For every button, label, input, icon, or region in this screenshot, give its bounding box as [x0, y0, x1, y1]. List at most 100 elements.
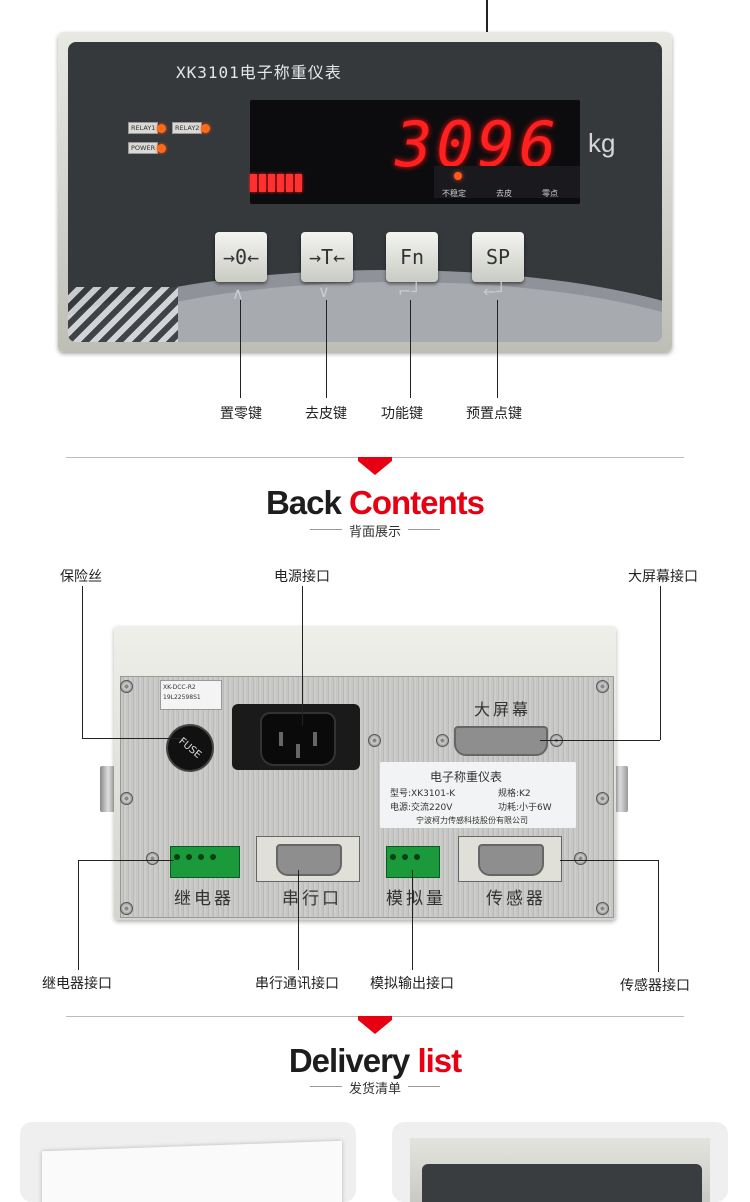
- divider-red-tab: [358, 1020, 392, 1034]
- front-stripes-decoration: [68, 287, 178, 342]
- power-callout: 电源接口: [274, 569, 330, 585]
- callout-line-relay-h: [78, 860, 174, 861]
- power-socket[interactable]: [232, 704, 360, 770]
- relay-callout: 继电器接口: [42, 976, 112, 992]
- spec-label: 电子称重仪表 型号:XK3101-K 规格:K2 电源:交流220V 功耗:小于…: [380, 762, 576, 828]
- unstable-led: [454, 172, 462, 180]
- power-label: POWER: [128, 142, 159, 154]
- spec-power: 电源:交流220V: [390, 803, 453, 813]
- indicator-front-face: XK3101电子称重仪表 RELAY1 RELAY2 POWER 3096 不稳…: [68, 42, 662, 342]
- screw-icon: [436, 734, 449, 747]
- power-led: [157, 144, 166, 153]
- callout-line-sensor-h: [560, 860, 658, 861]
- status-zero-label: 零点: [542, 189, 558, 198]
- screw-icon: [596, 902, 609, 915]
- status-unstable-label: 不稳定: [442, 189, 466, 198]
- fuse-callout: 保险丝: [60, 569, 102, 585]
- spec-title: 电子称重仪表: [430, 770, 503, 784]
- callout-line-setpoint: [497, 300, 498, 398]
- relay-terminal[interactable]: [170, 846, 240, 878]
- relay1-led: [157, 124, 166, 133]
- back-section-heading: Back Contents: [0, 484, 750, 522]
- tare-key-label: →T←: [308, 245, 346, 269]
- sticker-line-2: 19L22598S1: [163, 694, 201, 701]
- status-indicator-strip: 不稳定 去皮 零点: [434, 166, 580, 198]
- serial-sticker: XK-DCC-R2 19L22598S1: [160, 680, 222, 710]
- back-subtitle-line-right: [408, 529, 440, 530]
- callout-line-zero: [240, 300, 241, 398]
- model-title: XK3101电子称重仪表: [176, 63, 342, 82]
- delivery-heading-red: list: [417, 1042, 462, 1079]
- mounting-ear-left: [100, 766, 116, 812]
- divider-red-tab-top: [358, 1016, 392, 1020]
- tare-key-callout: 去皮键: [305, 406, 347, 422]
- setpoint-key-callout: 预置点键: [466, 406, 522, 422]
- divider-red-tab-top: [358, 457, 392, 461]
- relay2-led: [201, 124, 210, 133]
- callout-line-screen-h: [540, 740, 660, 741]
- callout-line-fuse-h: [82, 738, 182, 739]
- function-key-symbol-icon: ⌐┘: [398, 282, 422, 301]
- callout-line-function: [410, 300, 411, 398]
- screw-icon: [596, 680, 609, 693]
- back-section-subtitle: 背面展示: [348, 525, 401, 540]
- function-key[interactable]: Fn: [386, 232, 438, 282]
- analog-callout: 模拟输出接口: [370, 976, 454, 992]
- zero-key-callout: 置零键: [220, 406, 262, 422]
- delivery-thumbnail-indicator: [392, 1122, 728, 1202]
- screw-icon: [146, 852, 159, 865]
- spec-company: 宁波柯力传感科技股份有限公司: [416, 816, 528, 825]
- delivery-heading-dark: Delivery: [288, 1042, 410, 1079]
- screw-icon: [574, 852, 587, 865]
- callout-line-relay: [78, 860, 79, 970]
- mounting-ear-right: [612, 766, 628, 812]
- sensor-port[interactable]: [478, 844, 544, 876]
- sensor-callout: 传感器接口: [620, 978, 690, 994]
- sticker-line-1: XK-DCC-R2: [163, 684, 196, 691]
- big-screen-callout: 大屏幕接口: [628, 569, 698, 585]
- power-socket-inner: [260, 712, 336, 766]
- delivery-thumbnail-box: [20, 1122, 356, 1202]
- setpoint-key[interactable]: SP: [472, 232, 524, 282]
- spec-model: 型号:XK3101-K: [390, 789, 456, 799]
- front-panel-section: XK3101电子称重仪表 RELAY1 RELAY2 POWER 3096 不稳…: [0, 0, 750, 440]
- relay1-label: RELAY1: [128, 122, 159, 134]
- screw-icon: [368, 734, 381, 747]
- callout-line-analog: [412, 870, 413, 970]
- callout-line-fuse: [82, 586, 83, 738]
- tare-key-symbol-icon: ∨: [318, 282, 330, 301]
- serial-callout: 串行通讯接口: [255, 976, 339, 992]
- divider-red-tab: [358, 461, 392, 475]
- callout-line-screen: [660, 586, 661, 740]
- serial-port[interactable]: [276, 844, 342, 876]
- serial-port-label: 串行口: [282, 889, 342, 909]
- analog-terminal[interactable]: [386, 846, 440, 878]
- screw-icon: [596, 792, 609, 805]
- callout-line-sensor: [658, 860, 659, 972]
- screw-icon: [120, 680, 133, 693]
- callout-line-tare: [326, 300, 327, 398]
- function-key-label: Fn: [399, 245, 425, 269]
- sensor-port-label: 传感器: [486, 889, 546, 909]
- delivery-subtitle-line-right: [408, 1086, 440, 1087]
- zero-key[interactable]: →0←: [215, 232, 267, 282]
- tare-key[interactable]: →T←: [301, 232, 353, 282]
- relay-indicator-group: RELAY1 RELAY2 POWER: [128, 122, 228, 162]
- setpoint-key-symbol-icon: ←┘: [483, 282, 507, 301]
- function-key-callout: 功能键: [381, 406, 423, 422]
- back-heading-red: Contents: [349, 484, 485, 521]
- delivery-section-heading: Delivery list: [0, 1042, 750, 1080]
- back-heading-dark: Back: [265, 484, 342, 521]
- analog-port-label: 模拟量: [386, 889, 446, 909]
- big-screen-port[interactable]: [454, 726, 548, 756]
- callout-line-power: [302, 586, 303, 726]
- spec-size: 规格:K2: [498, 789, 531, 799]
- setpoint-key-label: SP: [485, 245, 511, 269]
- relay2-label: RELAY2: [172, 122, 203, 134]
- bar-graph: [250, 174, 302, 192]
- status-tare-label: 去皮: [496, 189, 512, 198]
- relay-port-label: 继电器: [174, 889, 234, 909]
- fuse-label: FUSE: [176, 735, 204, 761]
- callout-line-serial: [298, 870, 299, 970]
- zero-key-symbol-icon: ∧: [232, 284, 244, 303]
